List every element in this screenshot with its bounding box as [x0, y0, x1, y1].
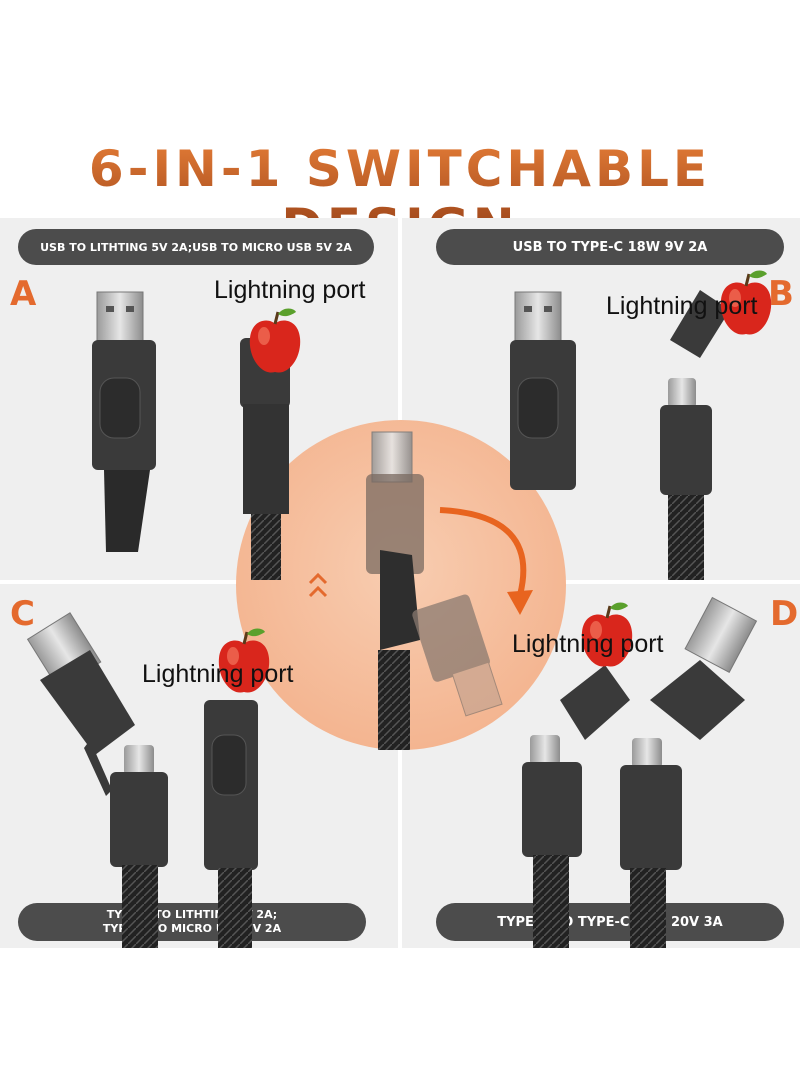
panel-b-lightning-flap [670, 290, 730, 358]
panel-d-port-label: Lightning port [512, 630, 664, 658]
panel-d-letter: D [770, 594, 799, 634]
panel-a-port-label: Lightning port [214, 276, 366, 304]
panel-b-spec-label: USB TO TYPE-C 18W 9V 2A [436, 229, 784, 265]
double-chevron-up-icon [308, 572, 328, 598]
center-usb-connector [371, 431, 413, 483]
panel-b-port-label: Lightning port [606, 292, 758, 320]
swap-arrow-icon [439, 507, 527, 596]
panel-d-usb-connector [684, 596, 758, 673]
panel-a-letter: A [10, 274, 37, 314]
panel-c-port-label: Lightning port [142, 660, 294, 688]
panel-b-letter: B [768, 274, 794, 314]
apple-icon [249, 308, 301, 373]
panel-a-spec-label: USB TO LITHTING 5V 2A;USB TO MICRO USB 5… [18, 229, 374, 265]
panel-c-letter: C [10, 594, 35, 634]
panel-b-usb-connector [514, 291, 562, 348]
apple-icon [218, 628, 270, 693]
panel-d-lightning-flap [560, 665, 630, 740]
panel-b-typec-tip [668, 378, 696, 408]
panel-a-usb-connector [96, 291, 144, 348]
apple-icon [720, 270, 772, 335]
apple-icon [581, 602, 633, 667]
panel-c-typec-tip [124, 745, 154, 775]
panel-a-cable-end [104, 470, 150, 552]
